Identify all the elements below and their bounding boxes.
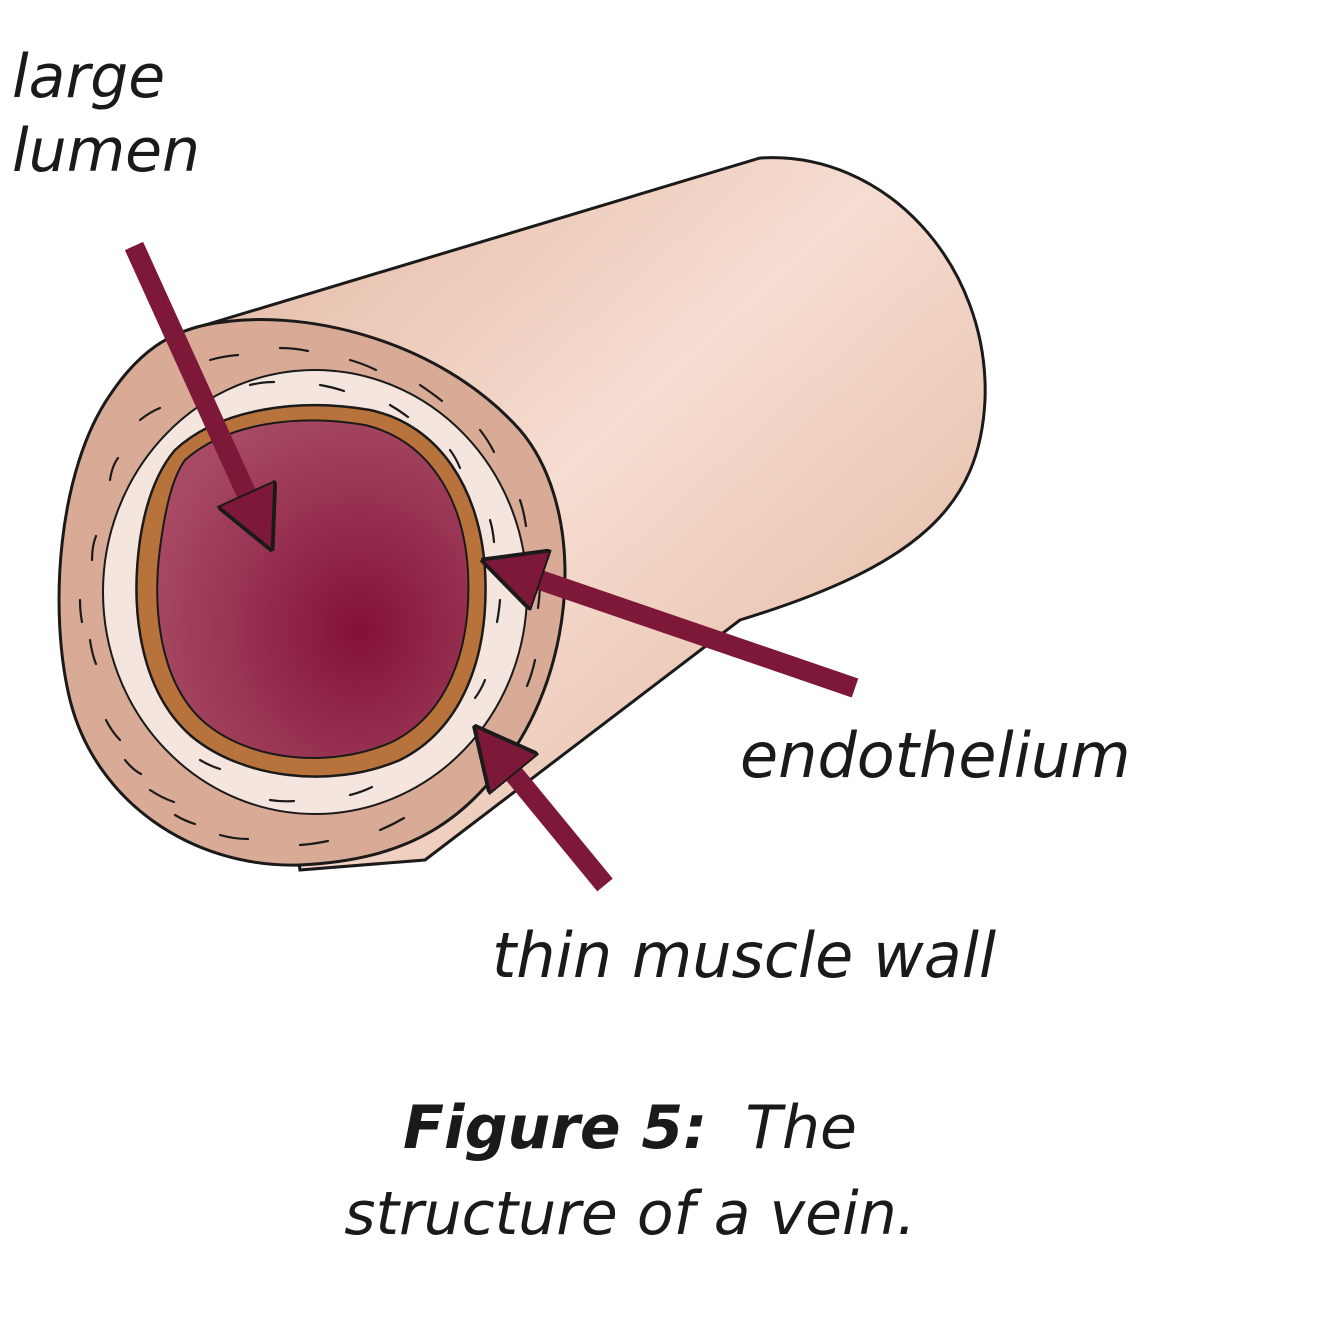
figure-number: Figure 5: <box>403 1093 708 1163</box>
endothelium-arrow <box>505 568 859 698</box>
wall-texture <box>78 346 542 847</box>
muscle-wall-arrow <box>490 745 613 892</box>
caption-line-1: Figure 5: The <box>0 1085 1260 1171</box>
label-thin-muscle-wall: thin muscle wall <box>492 919 997 992</box>
figure-caption: Figure 5: The structure of a vein. <box>0 1085 1260 1257</box>
caption-title-part2: structure of a vein. <box>344 1179 916 1249</box>
label-large: large <box>12 42 166 112</box>
label-endothelium: endothelium <box>740 719 1131 792</box>
label-lumen: lumen <box>12 116 201 186</box>
label-large-lumen: large lumen <box>12 40 200 188</box>
caption-title-part1: The <box>745 1093 857 1163</box>
lumen <box>156 419 470 759</box>
lumen-arrow <box>124 241 262 528</box>
